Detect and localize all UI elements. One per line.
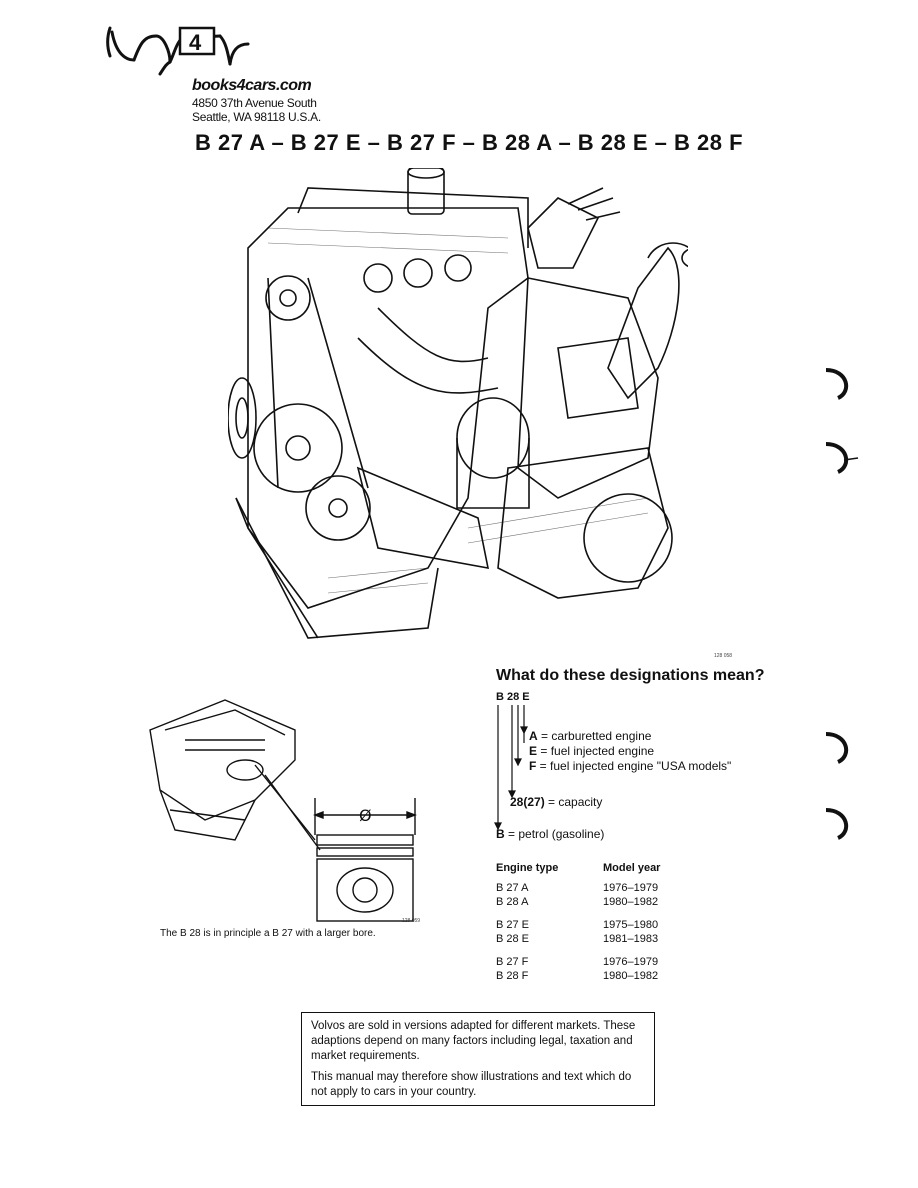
market-notice-box: Volvos are sold in versions adapted for … [301, 1012, 655, 1106]
binder-ring-mark [825, 732, 849, 764]
table-header-model-year: Model year [603, 862, 661, 874]
table-cell: 1976–1979 [603, 956, 659, 968]
binder-ring-mark [825, 442, 859, 474]
table-cell: 1980–1982 [603, 970, 659, 982]
table-cell: B 27 A [496, 882, 529, 894]
page-title: B 27 A – B 27 E – B 27 F – B 28 A – B 28… [195, 130, 744, 155]
engine-cutaway-illustration [228, 168, 688, 639]
designation-item-capacity: 28(27) = capacity [510, 795, 603, 809]
logo-number: 4 [189, 30, 202, 55]
address-line-1: 4850 37th Avenue South [192, 96, 317, 110]
binder-ring-mark [825, 368, 849, 400]
table-cell: 1980–1982 [603, 896, 659, 908]
table-cell: B 28 E [496, 933, 530, 945]
table-cell: 1976–1979 [603, 882, 659, 894]
engine-type-table: Engine type Model year B 27 A 1976–1979 … [496, 862, 696, 987]
table-cell: B 27 E [496, 919, 530, 931]
notice-paragraph-1: Volvos are sold in versions adapted for … [311, 1020, 636, 1062]
table-cell: B 27 F [496, 956, 529, 968]
address-line-2: Seattle, WA 98118 U.S.A. [192, 110, 321, 124]
bore-piston-illustration: Ø [149, 699, 417, 922]
table-header-engine-type: Engine type [496, 862, 559, 874]
designation-example: B 28 E [496, 691, 530, 703]
designation-item-e: E = fuel injected engine [529, 744, 655, 758]
piston-caption: The B 28 is in principle a B 27 with a l… [160, 928, 376, 939]
piston-figure-code: 128 059 [402, 918, 421, 924]
binder-ring-mark [825, 808, 849, 840]
books4cars-logo: 4 [106, 26, 250, 76]
notice-paragraph-2: This manual may therefore show illustrat… [311, 1071, 632, 1098]
designation-connector-lines [494, 705, 528, 831]
designation-item-a: A = carburetted engine [529, 729, 652, 743]
designations-heading: What do these designations mean? [496, 667, 765, 684]
table-cell: B 28 A [496, 896, 529, 908]
engine-figure-code: 128 058 [714, 653, 733, 659]
designation-item-petrol: B = petrol (gasoline) [496, 827, 605, 841]
table-cell: B 28 F [496, 970, 529, 982]
bore-symbol: Ø [359, 806, 372, 825]
table-cell: 1975–1980 [603, 919, 659, 931]
brand-name: books4cars.com [192, 77, 312, 94]
designation-item-f: F = fuel injected engine "USA models" [529, 759, 732, 773]
table-cell: 1981–1983 [603, 933, 659, 945]
